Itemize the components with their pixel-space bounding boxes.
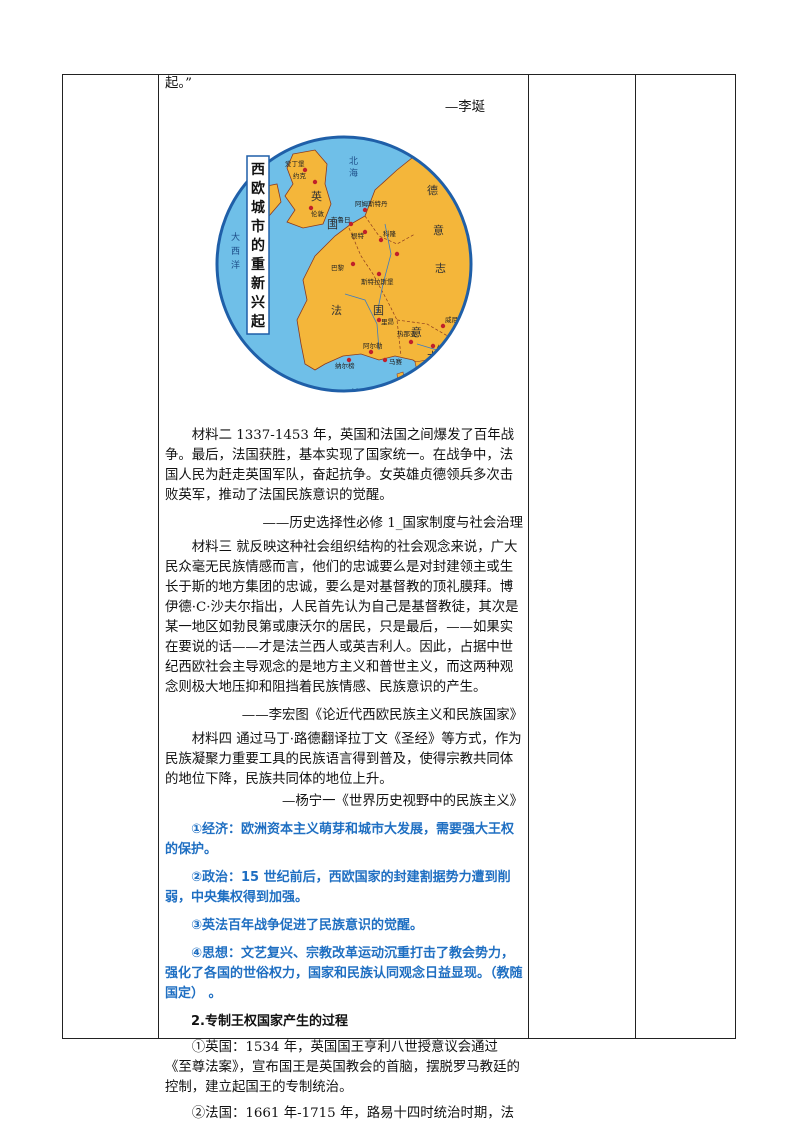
sea-label-atlantic-2: 西	[231, 246, 240, 257]
section-title: 2.专制王权国家产生的过程	[191, 1014, 348, 1029]
map-title-char-5: 的	[251, 237, 265, 254]
content-cell: 起。” —李埏	[165, 74, 523, 1124]
map-title-char-6: 重	[251, 256, 265, 273]
answer-war: ③英法百年战争促进了民族意识的觉醒。	[191, 918, 424, 933]
table-top-border	[62, 74, 736, 75]
country-label-france-2: 国	[373, 304, 384, 317]
city-label-ghent: 根特	[351, 231, 365, 240]
material-3: 材料三 就反映这种社会组织结构的社会观念来说，广大民众毫无民族情感而言，他们的忠…	[165, 540, 519, 695]
city-label-marseille: 马赛	[389, 357, 403, 366]
city-label-london: 伦敦	[311, 209, 325, 218]
river-1	[376, 223, 392, 315]
map-title-char-4: 市	[251, 218, 265, 235]
material-2: 材料二 1337-1453 年，英国和法国之间爆发了百年战争。最后，法国获胜，基…	[165, 428, 515, 503]
border-line-3	[364, 215, 416, 245]
city-label-bruges: 布鲁日	[331, 215, 351, 224]
material-4: 材料四 通过马丁·路德翻译拉丁文《圣经》等方式，作为民族凝聚力重要工具的民族语言…	[165, 732, 522, 787]
map-title-char-8: 兴	[251, 294, 265, 311]
map-figure: 爱丁堡 约克 伦敦 阿姆斯特丹 布鲁日 根特 科隆 巴黎 斯特拉斯堡 里昂 热那…	[165, 124, 523, 424]
map-svg: 爱丁堡 约克 伦敦 阿姆斯特丹 布鲁日 根特 科隆 巴黎 斯特拉斯堡 里昂 热那…	[215, 135, 473, 414]
river-2	[344, 293, 380, 351]
country-label-italy-3: 利	[451, 370, 462, 383]
sea-label-atlantic-1: 大	[231, 231, 240, 243]
england-paragraph: ①英国：1534 年，英国国王亨利八世授意议会通过《至尊法案》，宣布国王是英国教…	[165, 1040, 520, 1095]
sea-label-atlantic-3: 洋	[231, 259, 240, 271]
city-label-york: 约克	[293, 171, 307, 180]
city-label-strasbourg: 斯特拉斯堡	[361, 277, 394, 286]
map-circle-frame	[215, 135, 473, 393]
city-label-lyon: 里昂	[381, 318, 394, 326]
city-label-arles: 阿尔勒	[363, 341, 383, 350]
city-label-narbonne: 纳尔榜	[335, 361, 355, 370]
city-label-edinburgh: 爱丁堡	[285, 159, 305, 168]
answer-political: ②政治：15 世纪前后，西欧国家的封建割据势力遭到削弱，中央集权得到加强。	[165, 870, 511, 905]
france-paragraph: ②法国：1661 年-1715 年，路易十四时统治时期，法	[191, 1106, 515, 1121]
sea-label-med-3: 海	[379, 387, 388, 399]
map-title-char-1: 西	[251, 162, 265, 178]
material-4-source: —杨宁一《世界历史视野中的民族主义》	[281, 794, 523, 809]
material-3-source: ——李宏图《论近代西欧民族主义和民族国家》	[241, 708, 523, 723]
city-label-genoa: 热那亚	[397, 329, 417, 338]
city-label-paris: 巴黎	[331, 263, 345, 272]
sea-label-north-2: 海	[349, 167, 358, 179]
map-title-banner	[246, 155, 270, 335]
table-col-line-3	[528, 74, 529, 1039]
table-col-line-2	[158, 74, 159, 1039]
table-col-line-4	[635, 74, 636, 1039]
country-label-england-1: 英	[311, 189, 322, 203]
answer-economic: ①经济：欧洲资本主义萌芽和城市大发展，需要强大王权的保护。	[165, 822, 515, 857]
border-line-2	[396, 319, 466, 355]
sardinia-land	[395, 392, 407, 414]
map-title-char-3: 城	[251, 199, 265, 216]
material-2-source: ——历史选择性必修 1_国家制度与社会治理	[262, 516, 523, 531]
table-col-line-5	[735, 74, 736, 1039]
top-fragment: 起。”	[165, 76, 192, 91]
country-label-england-2: 国	[327, 218, 338, 231]
country-label-germany-2: 意	[433, 223, 444, 237]
country-label-france-1: 法	[331, 303, 342, 317]
table-col-line-1	[62, 74, 63, 1039]
britain-land	[284, 149, 332, 229]
sea-label-north-1: 北	[349, 156, 358, 167]
map-title-char-7: 新	[251, 275, 265, 292]
map-title-char-2: 欧	[251, 180, 265, 197]
table-bottom-border	[62, 1038, 736, 1039]
quote-author: —李埏	[444, 100, 485, 115]
country-label-italy-1: 意	[411, 325, 422, 339]
answer-thought: ④思想：文艺复兴、宗教改革运动沉重打击了教会势力，强化了各国的世俗权力，国家和民…	[165, 946, 523, 1001]
country-label-germany-3: 志	[435, 262, 446, 275]
city-label-rome: 罗马	[459, 388, 472, 396]
city-label-amsterdam: 阿姆斯特丹	[355, 199, 388, 208]
map-title-char-9: 起	[250, 313, 266, 330]
italy-land	[414, 359, 458, 391]
city-label-cologne: 科隆	[383, 229, 397, 238]
city-label-venice: 威尼斯	[445, 315, 465, 324]
country-label-germany-1: 德	[427, 183, 438, 197]
city-markers	[302, 167, 458, 391]
border-line-1	[348, 227, 402, 357]
